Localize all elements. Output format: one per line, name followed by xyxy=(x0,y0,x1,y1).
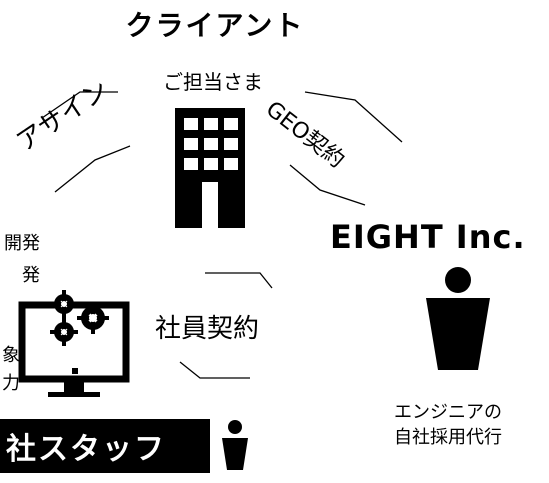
left-cropped-text-bottom: 象 力 xyxy=(0,342,20,398)
company-name: EIGHT Inc. xyxy=(330,218,526,256)
left-cropped-text-top: 開発 発 xyxy=(0,228,40,292)
assign-arrows xyxy=(41,91,131,193)
employee-contract-label: 社員契約 xyxy=(155,314,260,344)
staff-banner-text: 社スタッフ xyxy=(6,432,166,467)
eight-description: エンジニアの 自社採用代行 xyxy=(368,400,528,450)
left-cropped-line4: 力 xyxy=(2,373,20,394)
eight-description-line2: 自社採用代行 xyxy=(394,427,502,448)
client-contact-label: ご担当さま xyxy=(163,70,263,94)
employee-contract-arrows xyxy=(179,272,273,379)
left-cropped-line1: 開発 xyxy=(4,233,40,254)
computer-gears-icon xyxy=(18,290,130,397)
building-icon xyxy=(175,108,245,228)
geo-arrows xyxy=(289,91,403,206)
left-cropped-line2: 発 xyxy=(22,265,40,286)
client-title: クライアント xyxy=(125,9,305,42)
person-icon xyxy=(426,267,490,370)
left-cropped-line3: 象 xyxy=(2,345,20,366)
eight-description-line1: エンジニアの xyxy=(394,402,502,423)
small-person-icon xyxy=(222,420,248,470)
staff-banner xyxy=(0,419,210,473)
